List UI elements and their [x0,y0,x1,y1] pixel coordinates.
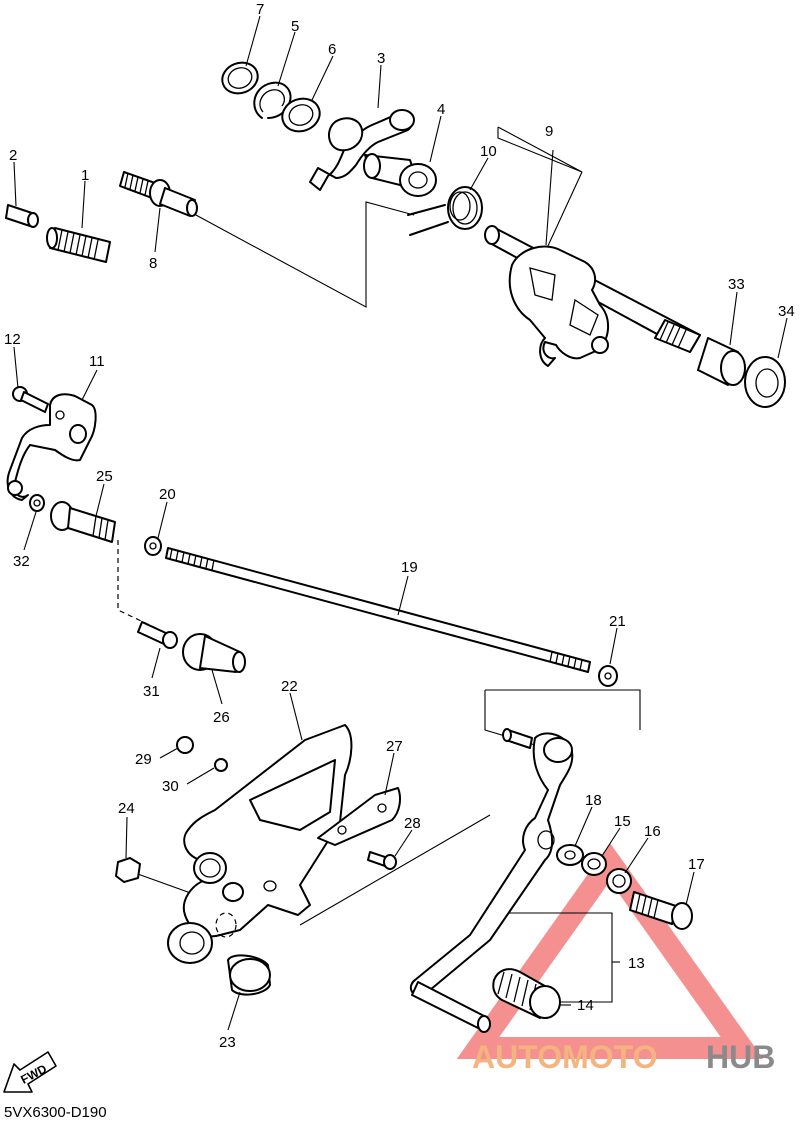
rubber-23 [227,954,271,996]
drawing-code: 5VX6300-D190 [4,1104,107,1121]
callout-7: 7 [256,1,264,18]
callout-32: 32 [13,553,30,570]
callout-leaders [13,15,788,1031]
callout-25: 25 [96,468,113,485]
callout-10: 10 [480,143,497,160]
callout-labels: 1 2 3 4 5 6 7 8 9 10 11 12 13 14 15 16 1… [4,1,795,1051]
watermark-triangle-icon [456,842,764,1059]
callout-12: 12 [4,331,21,348]
callout-27: 27 [386,738,403,755]
washer-32 [29,494,45,512]
watermark-logo: AUTOMOTO HUB [472,1039,775,1075]
shift-shaft-9 [484,225,701,367]
callout-21: 21 [609,613,626,630]
bolt-12 [12,386,49,413]
fwd-arrow-icon: FWD [3,1051,57,1093]
callout-11: 11 [89,353,105,370]
callout-16: 16 [644,823,661,840]
shift-rod-19 [165,547,591,673]
rubber-24 [115,857,141,883]
callout-33: 33 [728,276,745,293]
washer-30 [214,758,228,772]
callout-8: 8 [149,255,157,272]
watermark-text-b: HUB [706,1039,775,1075]
callout-1: 1 [81,167,89,184]
callout-30: 30 [162,778,179,795]
callout-15: 15 [614,813,631,830]
washer-15 [581,852,607,876]
nut-29 [176,736,194,754]
callout-26: 26 [213,709,230,726]
pedal-rubber-14 [492,968,561,1019]
rod-end-25 [50,501,116,543]
callout-20: 20 [159,486,176,503]
footrest-bracket-22 [167,724,353,964]
callout-29: 29 [135,751,152,768]
callout-17: 17 [688,856,705,873]
screw-28 [367,851,397,870]
spring-1 [46,227,111,263]
nut-20 [144,536,162,556]
callout-31: 31 [143,683,160,700]
shift-pedal [409,728,574,1033]
bushing-33 [697,337,746,386]
rod-end-26 [182,633,246,673]
bolt-31 [137,621,178,649]
callout-14: 14 [577,997,594,1014]
washer-18 [556,844,584,866]
shift-arm-3 [309,109,415,191]
bolt-17 [629,891,693,930]
callout-3: 3 [377,50,385,67]
callout-9: 9 [545,123,553,140]
nut-21 [598,665,618,687]
callout-18: 18 [585,792,602,809]
spring-10 [407,186,483,236]
callout-24: 24 [118,800,135,817]
washer-6 [281,97,321,133]
callout-13: 13 [628,955,645,972]
callout-23: 23 [219,1034,236,1051]
lever-11 [6,393,97,501]
callout-34: 34 [778,303,795,320]
callout-4: 4 [437,101,445,118]
washer-16 [606,868,632,894]
callout-28: 28 [404,815,421,832]
callout-6: 6 [328,41,336,58]
oil-seal-34 [744,356,786,408]
pin-2 [5,204,39,228]
callout-22: 22 [281,678,298,695]
watermark-text-a: AUTOMOTO [472,1039,657,1075]
stud-8 [119,171,198,217]
callout-2: 2 [9,147,17,164]
callout-19: 19 [401,559,418,576]
circlip-7 [221,61,259,95]
collar-4 [363,153,437,197]
callout-5: 5 [291,18,299,35]
circlip-5 [253,81,292,119]
guard-plate-27 [317,787,401,846]
